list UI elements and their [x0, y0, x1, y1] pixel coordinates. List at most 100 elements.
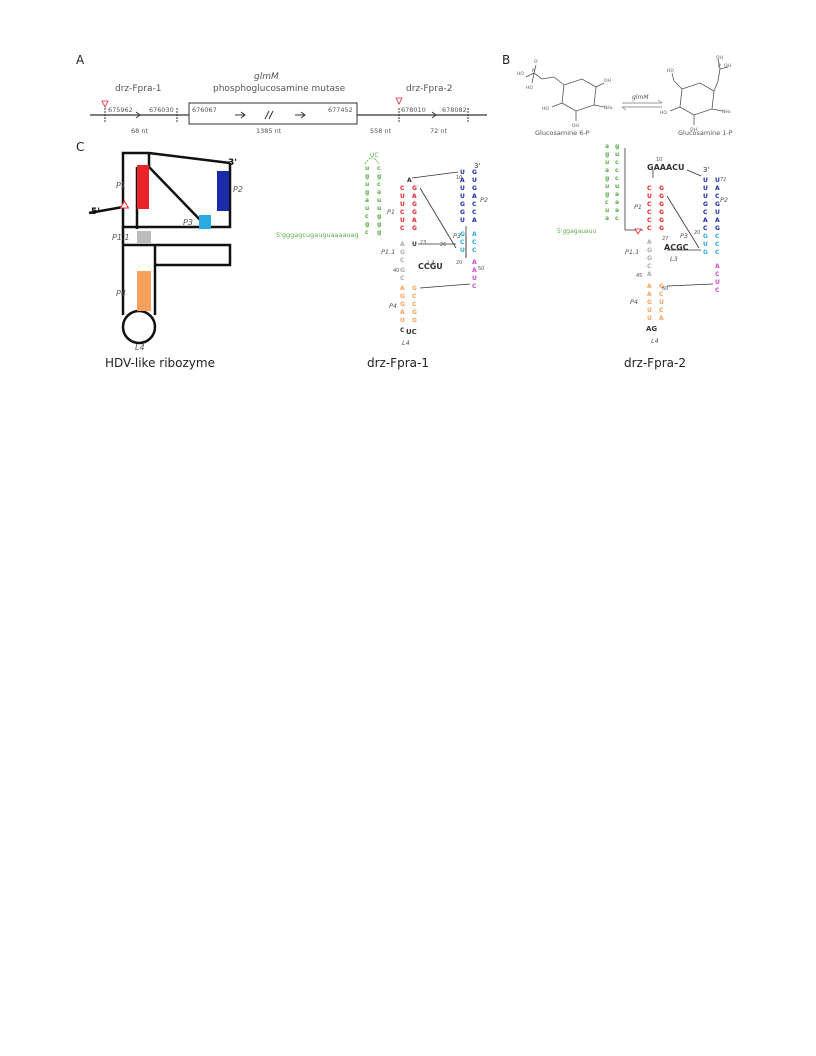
schematic-5prime: 5' [91, 207, 101, 217]
svg-text:U: U [400, 201, 405, 208]
svg-text:a: a [605, 143, 609, 150]
svg-text:U: U [715, 279, 720, 286]
svg-text:G: G [703, 233, 708, 240]
svg-text:U: U [659, 299, 664, 306]
gene-label-drz1: drz-Fpra-1 [115, 84, 162, 94]
svg-text:a: a [377, 189, 381, 196]
hdv-schematic [88, 151, 232, 345]
drz2-p4-label: P4 [630, 298, 639, 306]
coord-675962: 675962 [108, 106, 133, 114]
svg-text:c: c [365, 213, 369, 220]
svg-text:c: c [615, 215, 619, 222]
drz1-p1-label: P1 [387, 208, 396, 216]
atom-label: HO [526, 85, 533, 91]
atom-label: O [534, 59, 538, 65]
drz2-cleavage-icon [634, 228, 642, 235]
svg-text:C: C [715, 241, 720, 248]
svg-text:G: G [472, 185, 477, 192]
drz2-num-72: 72 [720, 177, 727, 183]
svg-text:u: u [615, 183, 619, 190]
svg-text:C: C [715, 233, 720, 240]
svg-text:U: U [715, 177, 720, 184]
coord-676030: 676030 [149, 106, 174, 114]
svg-text:c: c [377, 181, 381, 188]
svg-text:A: A [715, 185, 720, 192]
svg-text:U: U [460, 169, 465, 176]
atom-label: P [532, 68, 535, 74]
svg-text:u: u [377, 197, 381, 204]
svg-text:A: A [472, 267, 477, 274]
drz2-top-seq: GAAACU [647, 163, 685, 172]
glucosamine-6p-structure [525, 64, 605, 121]
p2-helix [217, 171, 229, 211]
svg-text:g: g [605, 175, 609, 182]
svg-text:g: g [615, 143, 619, 150]
atom-label: OH [572, 123, 579, 129]
drz2-num-45: 45 [636, 273, 643, 279]
svg-text:c: c [605, 199, 609, 206]
svg-text:G: G [412, 285, 417, 292]
drz1-p11-label: P1.1 [381, 248, 396, 256]
svg-text:A: A [472, 259, 477, 266]
drz1-l4-label: L4 [402, 339, 410, 347]
svg-text:C: C [472, 201, 477, 208]
svg-text:U: U [460, 193, 465, 200]
svg-text:g: g [365, 189, 369, 196]
drz2-l3-seq: ACGC [664, 243, 689, 252]
svg-text:G: G [412, 201, 417, 208]
length-gap: 558 nt [370, 127, 392, 135]
svg-text:c: c [615, 159, 619, 166]
svg-text:C: C [703, 209, 708, 216]
atom-label: OH [604, 78, 611, 84]
svg-text:C: C [472, 247, 477, 254]
svg-text:U: U [400, 217, 405, 224]
svg-text:G: G [659, 193, 664, 200]
svg-text:C: C [647, 263, 652, 270]
svg-text:U: U [647, 307, 652, 314]
atom-label: OH [690, 127, 697, 133]
svg-text:g: g [377, 221, 381, 228]
schematic-p11-label: P1.1 [112, 233, 130, 242]
length-drz2: 72 nt [430, 127, 448, 135]
glucosamine-1p-structure [669, 58, 729, 125]
p1-helix [137, 165, 149, 209]
svg-text:A: A [715, 263, 720, 270]
svg-text:a: a [615, 191, 619, 198]
svg-text:g: g [605, 191, 609, 198]
svg-text:C: C [715, 193, 720, 200]
atom-label: HO [517, 71, 524, 77]
atom-label: HO [542, 106, 549, 112]
svg-text:G: G [460, 231, 465, 238]
p11-helix [137, 231, 151, 243]
atom-label: OH [716, 55, 723, 61]
svg-text:u: u [605, 207, 609, 214]
drz2-num-60: 60 [662, 286, 669, 292]
svg-text:G: G [647, 255, 652, 262]
drz1-loop-top: UC [370, 152, 379, 159]
caption-hdv: HDV-like ribozyme [105, 356, 215, 370]
svg-text:A: A [400, 285, 405, 292]
svg-text:G: G [412, 309, 417, 316]
drz1-3prime: 3' [474, 162, 481, 170]
svg-text:C: C [400, 209, 405, 216]
svg-text:G: G [659, 283, 664, 290]
p3-helix [199, 215, 211, 229]
svg-text:g: g [377, 173, 381, 180]
schematic-p3-label: P3 [183, 218, 193, 227]
svg-text:g: g [377, 229, 381, 236]
svg-text:A: A [647, 283, 652, 290]
svg-text:u: u [377, 205, 381, 212]
drz1-num-40: 40 [393, 268, 400, 274]
svg-text:A: A [400, 241, 405, 248]
length-drz1: 68 nt [131, 127, 149, 135]
svg-text:g: g [377, 213, 381, 220]
drz2-p2-label: P2 [720, 196, 729, 204]
svg-text:u: u [605, 183, 609, 190]
svg-text:C: C [715, 249, 720, 256]
svg-text:G: G [715, 201, 720, 208]
svg-text:G: G [647, 299, 652, 306]
svg-text:C: C [703, 225, 708, 232]
schematic-p4-label: P4 [116, 289, 126, 298]
caption-drz2: drz-Fpra-2 [624, 356, 686, 370]
